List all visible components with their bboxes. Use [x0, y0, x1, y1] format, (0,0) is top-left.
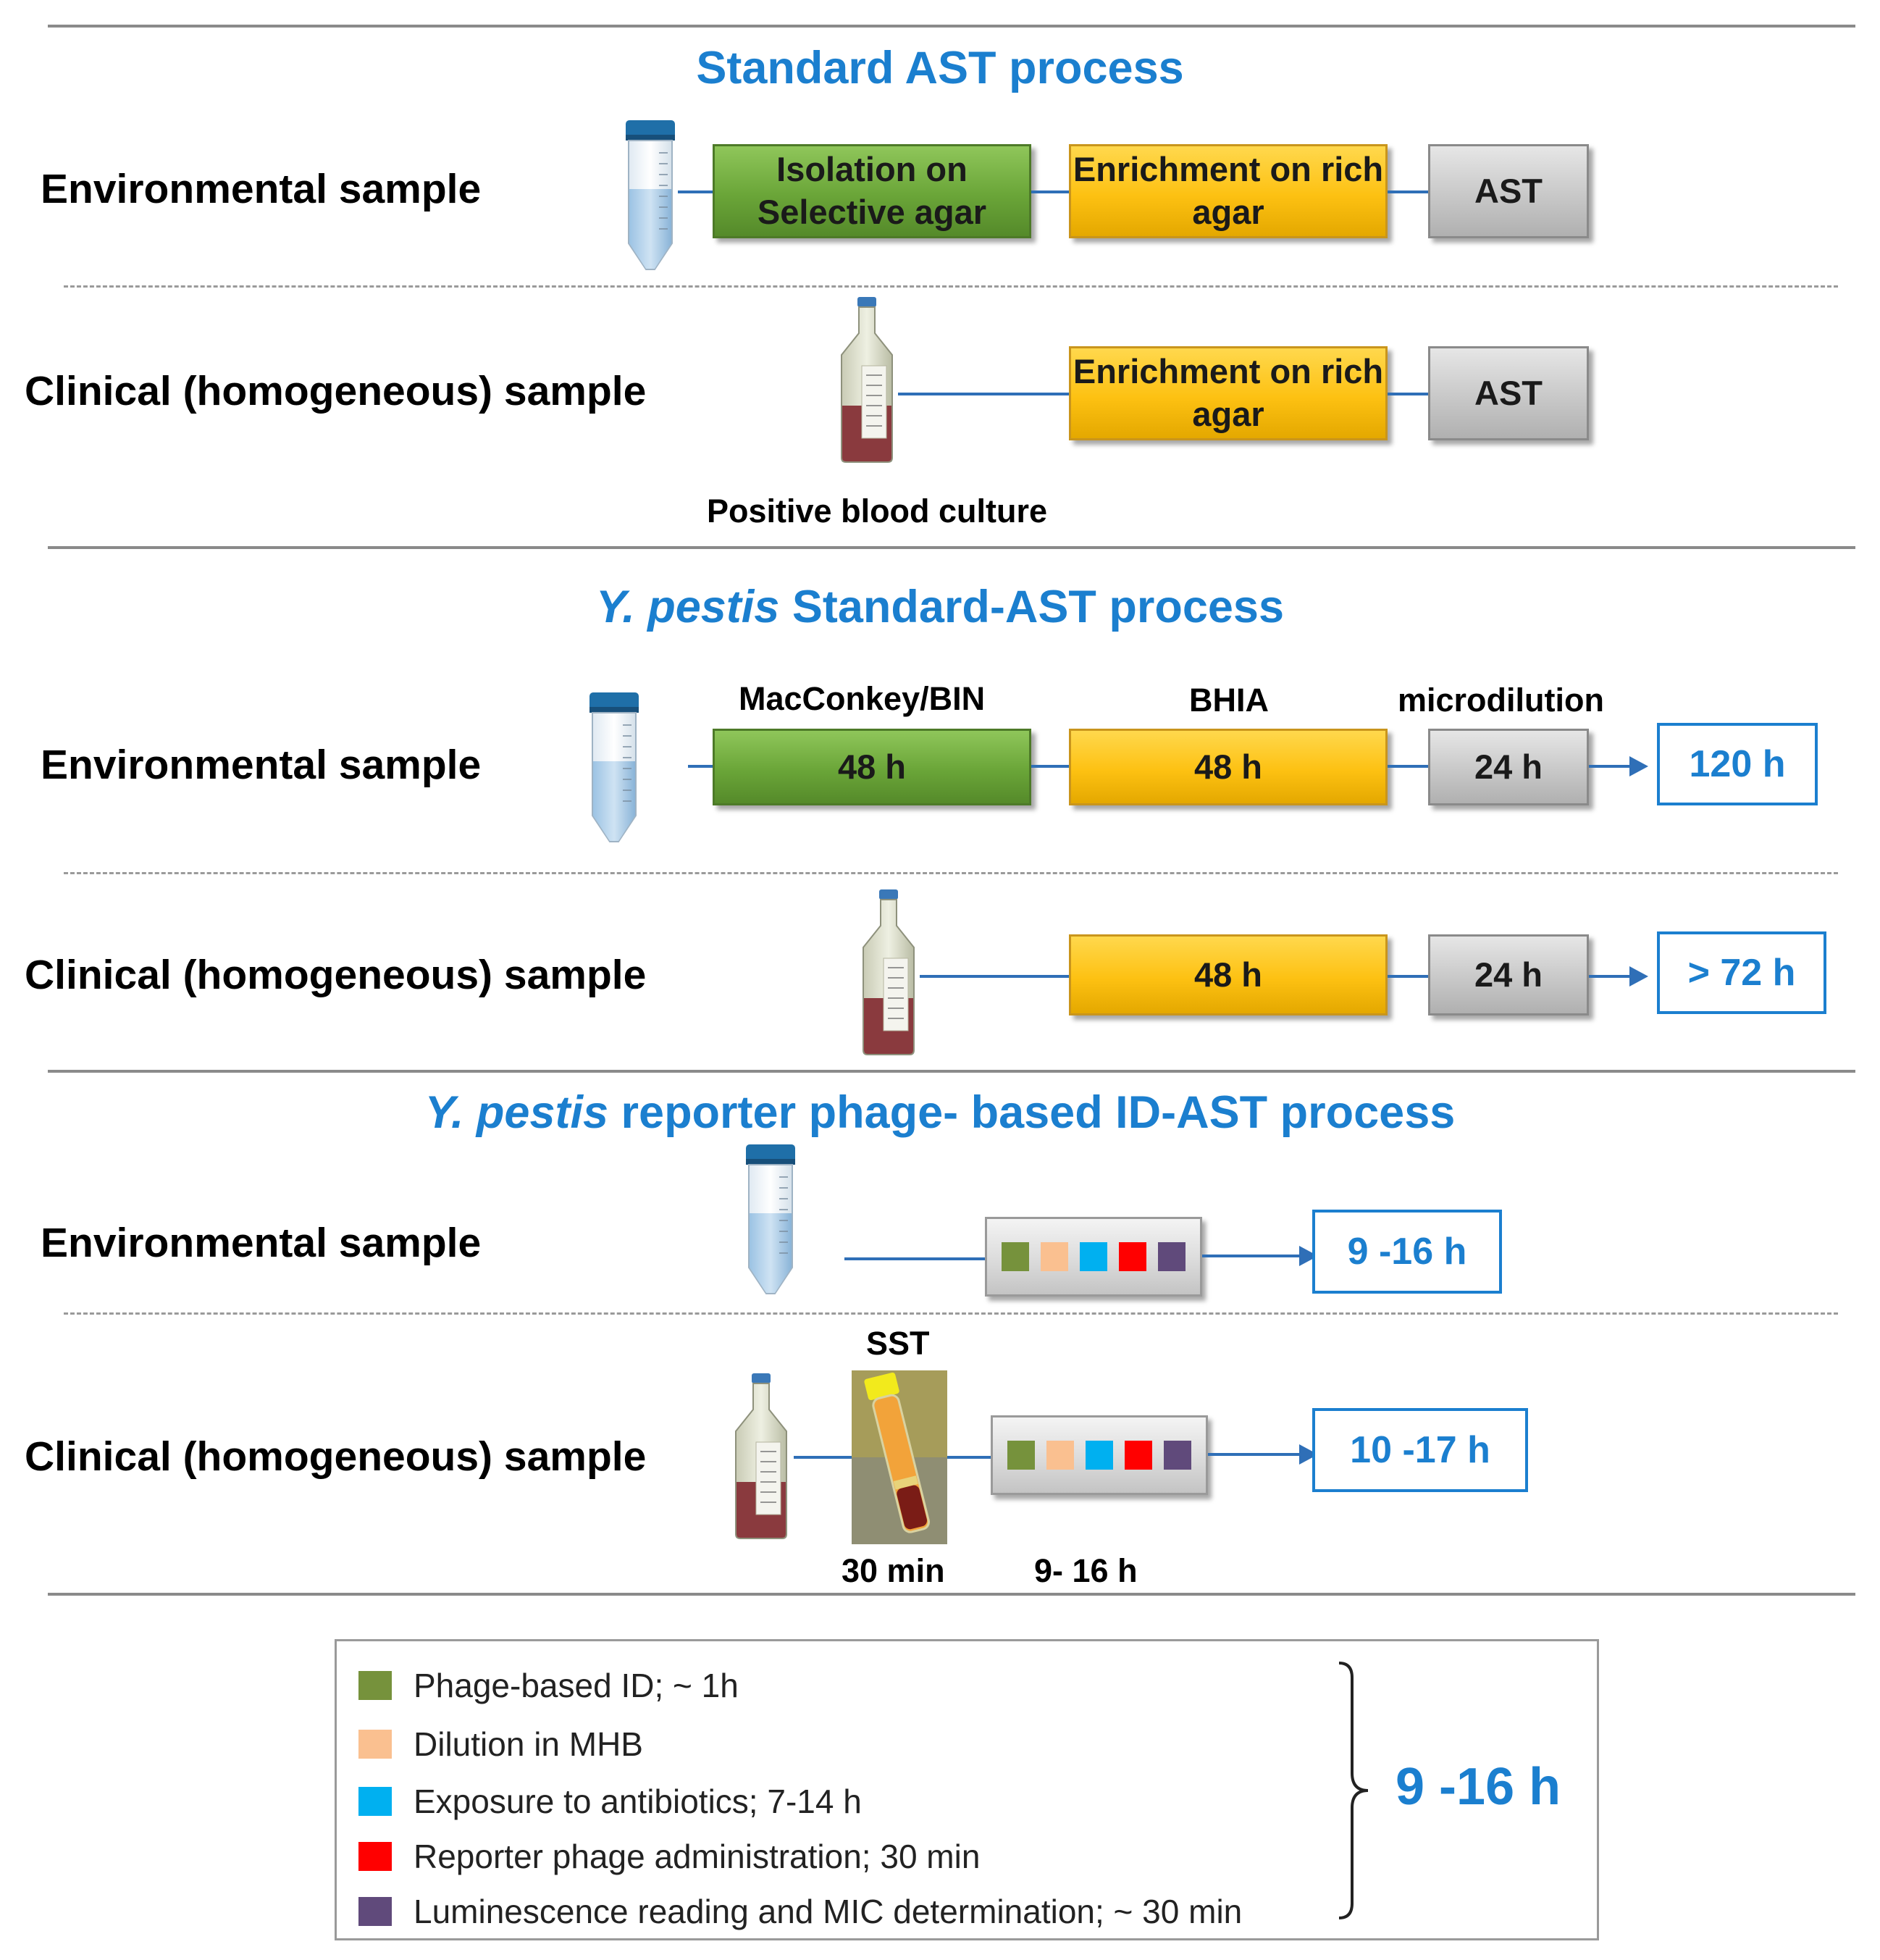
section3-clin-label: Clinical (homogeneous) sample: [25, 1433, 647, 1480]
microdilution-step: 24 h: [1428, 729, 1589, 805]
connector: [1388, 393, 1428, 395]
section-rule: [48, 1070, 1855, 1073]
species-name: Y. pestis: [596, 582, 780, 632]
luminescence-well: [1164, 1441, 1191, 1470]
legend-label: Dilution in MHB: [414, 1725, 643, 1763]
reporter-well: [1125, 1441, 1152, 1470]
connector: [947, 1456, 991, 1459]
legend-label: Reporter phage administration; 30 min: [414, 1838, 981, 1875]
section2-title: Y. pestis Standard-AST process: [0, 581, 1880, 633]
connector: [688, 765, 713, 768]
connector: [1388, 975, 1428, 978]
legend-swatch: [358, 1730, 392, 1759]
blood-culture-bottle-icon: [856, 889, 921, 1056]
exposure-well: [1080, 1242, 1107, 1271]
enrichment-step: Enrichment on rich agar: [1069, 346, 1388, 440]
blood-culture-bottle-icon: [834, 297, 899, 464]
section-rule: [48, 1593, 1855, 1596]
curly-brace-icon: [1338, 1662, 1369, 1919]
connector: [1388, 765, 1428, 768]
reporter-well: [1119, 1242, 1146, 1271]
connector: [920, 975, 1069, 978]
top-rule: [48, 25, 1855, 28]
section2-clin-label: Clinical (homogeneous) sample: [25, 952, 647, 998]
plate-duration: 9- 16 h: [1034, 1552, 1138, 1589]
connector: [898, 393, 1069, 395]
isolation-step: Isolation on Selective agar: [713, 144, 1031, 238]
well-plate-strip: [985, 1217, 1202, 1297]
legend-item: Dilution in MHB: [358, 1725, 643, 1764]
species-name: Y. pestis: [424, 1087, 609, 1138]
arrow-line: [1208, 1453, 1301, 1456]
exposure-well: [1086, 1441, 1113, 1470]
section-rule: [48, 546, 1855, 549]
legend: Phage-based ID; ~ 1h Dilution in MHB Exp…: [335, 1639, 1599, 1940]
phage-id-well: [1002, 1242, 1029, 1271]
section3-title: Y. pestis reporter phage- based ID-AST p…: [0, 1086, 1880, 1139]
dilution-well: [1046, 1441, 1074, 1470]
blood-culture-caption: Positive blood culture: [707, 493, 1048, 529]
clin-total-time: > 72 h: [1657, 931, 1826, 1014]
section1-clin-label: Clinical (homogeneous) sample: [25, 368, 647, 414]
legend-swatch: [358, 1671, 392, 1700]
microdilution-step: 24 h: [1428, 934, 1589, 1015]
dashed-divider: [64, 872, 1838, 874]
arrowhead: [1629, 966, 1648, 987]
connector: [844, 1257, 985, 1260]
sst-label: SST: [866, 1325, 930, 1362]
legend-total-time: 9 -16 h: [1396, 1758, 1561, 1816]
connector: [1031, 765, 1069, 768]
legend-item: Luminescence reading and MIC determinati…: [358, 1892, 1242, 1931]
well-plate-strip: [991, 1415, 1208, 1495]
bhia-header: BHIA: [1189, 682, 1269, 719]
section1-env-label: Environmental sample: [41, 166, 482, 212]
sst-duration: 30 min: [842, 1552, 945, 1589]
section3-title-rest: reporter phage- based ID-AST process: [608, 1087, 1456, 1138]
env-total-time: 9 -16 h: [1312, 1210, 1502, 1294]
legend-swatch: [358, 1897, 392, 1926]
dilution-well: [1041, 1242, 1068, 1271]
microdilution-header: microdilution: [1398, 682, 1604, 719]
section1-title: Standard AST process: [696, 43, 1184, 93]
bhia-step: 48 h: [1069, 934, 1388, 1015]
ast-step: AST: [1428, 144, 1589, 238]
connector: [678, 190, 714, 193]
section2-title-rest: Standard-AST process: [779, 582, 1284, 632]
legend-label: Phage-based ID; ~ 1h: [414, 1667, 739, 1704]
legend-label: Exposure to antibiotics; 7-14 h: [414, 1783, 862, 1820]
sst-tube-photo-icon: [852, 1370, 947, 1544]
legend-label: Luminescence reading and MIC determinati…: [414, 1893, 1243, 1930]
arrow-line: [1589, 765, 1631, 768]
env-total-time: 120 h: [1657, 723, 1818, 805]
sample-tube-icon: [742, 1144, 800, 1297]
luminescence-well: [1158, 1242, 1186, 1271]
legend-item: Phage-based ID; ~ 1h: [358, 1666, 739, 1705]
bhia-step: 48 h: [1069, 729, 1388, 805]
dashed-divider: [64, 1312, 1838, 1315]
clin-total-time: 10 -17 h: [1312, 1408, 1528, 1492]
blood-culture-bottle-icon: [729, 1373, 794, 1540]
arrowhead: [1629, 756, 1648, 776]
connector: [1031, 190, 1069, 193]
legend-swatch: [358, 1787, 392, 1816]
legend-item: Reporter phage administration; 30 min: [358, 1837, 980, 1876]
legend-item: Exposure to antibiotics; 7-14 h: [358, 1782, 862, 1821]
connector: [794, 1456, 852, 1459]
enrichment-step: Enrichment on rich agar: [1069, 144, 1388, 238]
section3-env-label: Environmental sample: [41, 1220, 482, 1266]
arrow-line: [1202, 1255, 1301, 1257]
phage-id-well: [1007, 1441, 1035, 1470]
legend-swatch: [358, 1842, 392, 1871]
arrow-line: [1589, 975, 1631, 978]
macconkey-step: 48 h: [713, 729, 1031, 805]
ast-step: AST: [1428, 346, 1589, 440]
section2-env-label: Environmental sample: [41, 742, 482, 788]
connector: [1388, 190, 1428, 193]
sample-tube-icon: [621, 120, 679, 272]
macconkey-header: MacConkey/BIN: [739, 680, 986, 717]
dashed-divider: [64, 285, 1838, 288]
sample-tube-icon: [585, 692, 643, 845]
